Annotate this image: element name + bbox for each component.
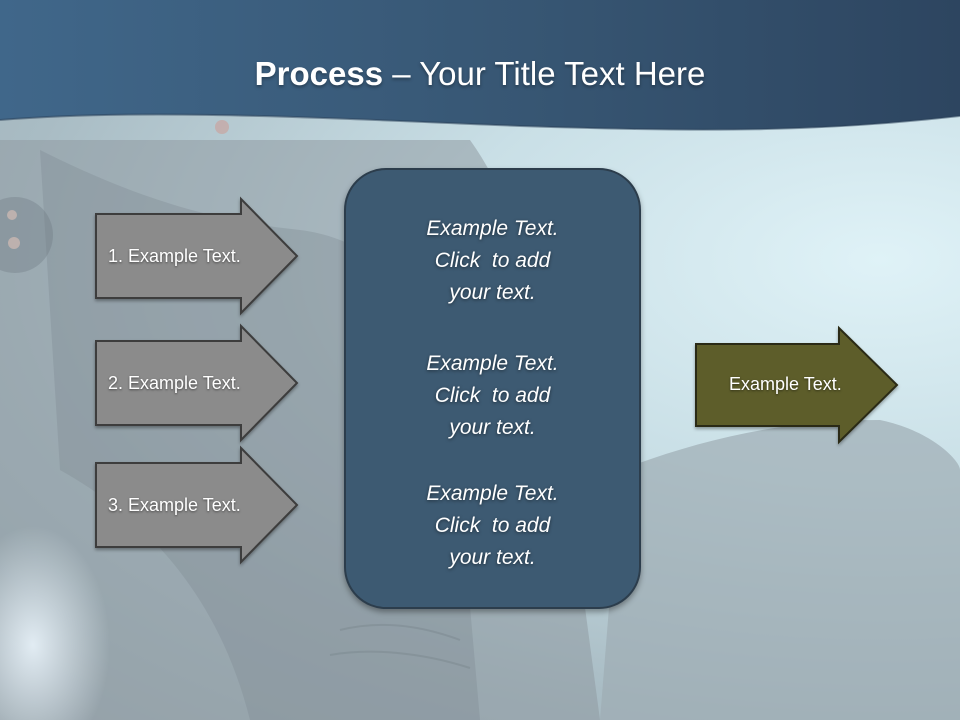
paragraph-line: Example Text. (426, 352, 559, 375)
left-arrow-1-label: 1. Example Text. (108, 246, 241, 266)
paragraph-line: Click to add (434, 384, 551, 407)
title-rest: – Your Title Text Here (383, 55, 706, 92)
paragraph-line: Example Text. (426, 217, 559, 240)
slide-title: Process – Your Title Text Here (0, 52, 960, 96)
left-arrow-2-label: 2. Example Text. (108, 373, 241, 393)
center-paragraph-1: Example Text. Click to add your text. (346, 213, 639, 309)
paragraph-line: your text. (449, 416, 536, 439)
title-bold: Process (254, 55, 384, 92)
paragraph-line: Example Text. (426, 482, 559, 505)
right-arrow-label: Example Text. (729, 374, 842, 394)
paragraph-line: your text. (449, 546, 536, 569)
paragraph-line: Click to add (434, 514, 551, 537)
left-arrow-3-label: 3. Example Text. (108, 495, 241, 515)
center-paragraph-2: Example Text. Click to add your text. (346, 348, 639, 444)
center-paragraph-3: Example Text. Click to add your text. (346, 478, 639, 574)
center-text-box[interactable]: Example Text. Click to add your text. Ex… (344, 168, 641, 609)
left-arrow-2[interactable] (95, 323, 299, 443)
left-arrow-1[interactable] (95, 196, 299, 316)
paragraph-line: Click to add (434, 249, 551, 272)
paragraph-line: your text. (449, 281, 536, 304)
right-arrow[interactable] (695, 325, 899, 445)
left-arrow-3[interactable] (95, 445, 299, 565)
